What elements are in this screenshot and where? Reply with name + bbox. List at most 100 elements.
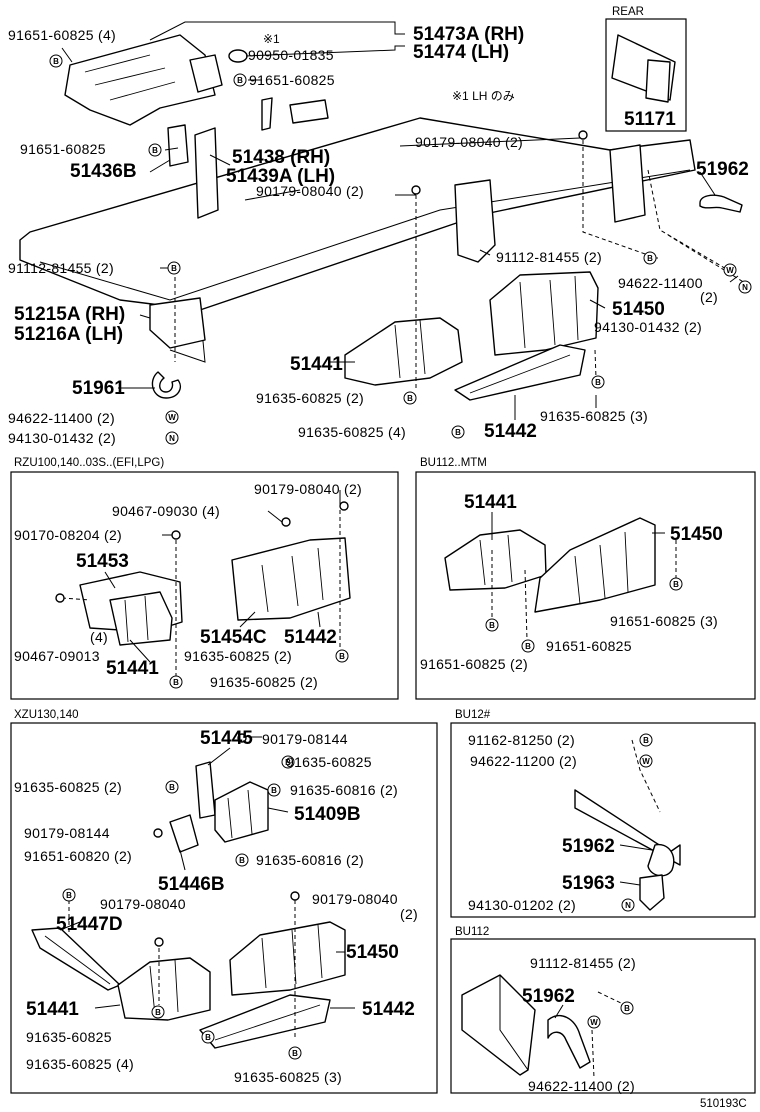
label-qty-2b: (2) <box>400 906 418 922</box>
label-51963: 51963 <box>562 873 615 894</box>
label-diagram-id: 510193C <box>700 1098 747 1110</box>
label-91635-60825-2b: 91635-60825 (2) <box>184 648 292 664</box>
section-bu12x <box>450 722 756 918</box>
label-91651-60820-2: 91651-60820 (2) <box>24 848 132 864</box>
tow-hook-51962 <box>699 194 743 213</box>
label-section-bu112-mtm: BU112..MTM <box>420 457 487 469</box>
svg-text:B: B <box>271 786 277 795</box>
label-91635-60825-b: 91635-60825 <box>286 754 372 770</box>
label-91635-60825-4a: 91635-60825 (4) <box>298 424 406 440</box>
svg-text:B: B <box>173 678 179 687</box>
label-91112-81455-2b: 91112-81455 (2) <box>496 249 602 265</box>
svg-text:B: B <box>339 652 345 661</box>
svg-text:B: B <box>53 57 59 66</box>
label-lh-only-note: ※1 LH のみ <box>452 89 515 103</box>
svg-text:W: W <box>726 266 734 275</box>
labels: 91651-60825 (4) ※1 90950-01835 51473A (R… <box>8 6 749 1110</box>
label-91112-81455-2c: 91112-81455 (2) <box>530 955 636 971</box>
label-94130-01432-2b: 94130-01432 (2) <box>8 430 116 446</box>
label-51215a-rh: 51215A (RH) <box>14 304 125 325</box>
svg-text:B: B <box>237 76 243 85</box>
section-xzu130 <box>10 722 438 1094</box>
label-91635-60825-2a: 91635-60825 (2) <box>256 390 364 406</box>
label-51442-top: 51442 <box>484 421 537 442</box>
svg-text:B: B <box>673 580 679 589</box>
label-90950-01835: 90950-01835 <box>248 47 334 63</box>
label-94622-11400-2a: 94622-11400 (2) <box>8 410 115 426</box>
label-section-bu112: BU112 <box>455 926 489 938</box>
label-90179-08040-2c: 90179-08040 (2) <box>254 481 362 497</box>
label-51441-rzu: 51441 <box>106 658 159 679</box>
label-90179-08040-2a: 90179-08040 (2) <box>415 134 523 150</box>
label-51441-xzu: 51441 <box>26 999 79 1020</box>
mud-guard-51473a <box>64 34 216 126</box>
svg-text:B: B <box>66 891 72 900</box>
svg-text:W: W <box>590 1018 598 1027</box>
label-91651-60825-a: 91651-60825 <box>249 72 335 88</box>
label-90179-08144-b: 90179-08144 <box>24 825 110 841</box>
label-51445: 51445 <box>200 728 253 749</box>
label-51216a-lh: 51216A (LH) <box>14 324 123 345</box>
bracket-51215a <box>149 297 206 349</box>
svg-text:B: B <box>455 428 461 437</box>
cross-member <box>454 179 496 263</box>
svg-text:B: B <box>171 264 177 273</box>
label-91635-60825-3a: 91635-60825 (3) <box>540 408 648 424</box>
svg-text:B: B <box>152 146 158 155</box>
label-94622-11200-2: 94622-11200 (2) <box>470 753 577 769</box>
svg-text:B: B <box>239 856 245 865</box>
label-91635-60816-2a: 91635-60816 (2) <box>290 782 398 798</box>
label-section-bu12x: BU12# <box>455 709 491 721</box>
label-91635-60825-3b: 91635-60825 (3) <box>234 1069 342 1085</box>
label-91635-60825-4b: 91635-60825 (4) <box>26 1056 134 1072</box>
label-51450-xzu: 51450 <box>346 942 399 963</box>
label-91635-60825-2c: 91635-60825 (2) <box>210 674 318 690</box>
label-94622-11400: 94622-11400 <box>618 275 703 291</box>
label-90179-08040-2b: 90179-08040 (2) <box>256 183 364 199</box>
splash-shield-51450 <box>489 271 599 356</box>
main-assembly <box>19 34 746 401</box>
svg-text:B: B <box>155 1008 161 1017</box>
rzu100-parts <box>61 510 351 680</box>
label-51442-rzu: 51442 <box>284 627 337 648</box>
svg-text:N: N <box>169 434 175 443</box>
splash-shield-51441 <box>344 317 463 386</box>
label-91635-60816-2b: 91635-60816 (2) <box>256 852 364 868</box>
fastener-symbols: B B B B B W N B B B W N B B B B B B B B … <box>49 54 752 1060</box>
label-51441-mtm: 51441 <box>464 492 517 513</box>
label-51436b: 51436B <box>70 161 137 182</box>
label-91635-60825-c: 91635-60825 <box>26 1029 112 1045</box>
bu112-mtm-parts <box>444 517 677 641</box>
label-91651-60825-c: 91651-60825 <box>546 638 632 654</box>
label-qty-4: (4) <box>90 629 108 645</box>
label-51447d: 51447D <box>56 914 123 935</box>
bracket-51436b <box>167 124 189 167</box>
label-51409b: 51409B <box>294 804 361 825</box>
svg-text:B: B <box>647 254 653 263</box>
tow-hook-51961 <box>151 371 182 399</box>
label-51439a-lh: 51439A (LH) <box>226 166 335 187</box>
label-90467-09030-4: 90467-09030 (4) <box>112 503 220 519</box>
svg-text:B: B <box>624 1004 630 1013</box>
label-51962-bu12x: 51962 <box>562 836 615 857</box>
label-section-rzu100: RZU100,140..03S..(EFI,LPG) <box>14 457 164 469</box>
svg-text:B: B <box>292 1049 298 1058</box>
label-51453: 51453 <box>76 551 129 572</box>
label-51473a-rh: 51473A (RH) <box>413 24 524 45</box>
leader-lines <box>59 21 739 1019</box>
svg-text:W: W <box>642 757 650 766</box>
svg-text:B: B <box>525 642 531 651</box>
label-rear: REAR <box>612 6 644 18</box>
label-51450-mtm: 51450 <box>670 524 723 545</box>
label-91635-60825-2d: 91635-60825 (2) <box>14 779 122 795</box>
label-90179-08040-a: 90179-08040 <box>100 896 186 912</box>
label-91651-60825-3: 91651-60825 (3) <box>610 613 718 629</box>
svg-text:N: N <box>742 283 748 292</box>
label-51438-rh: 51438 (RH) <box>232 147 330 168</box>
svg-text:W: W <box>168 413 176 422</box>
label-94622-11400-2b: 94622-11400 (2) <box>528 1078 635 1094</box>
label-91651-60825-b: 91651-60825 <box>20 141 106 157</box>
label-51454c: 51454C <box>200 627 267 648</box>
section-bu112-mtm <box>415 471 756 700</box>
